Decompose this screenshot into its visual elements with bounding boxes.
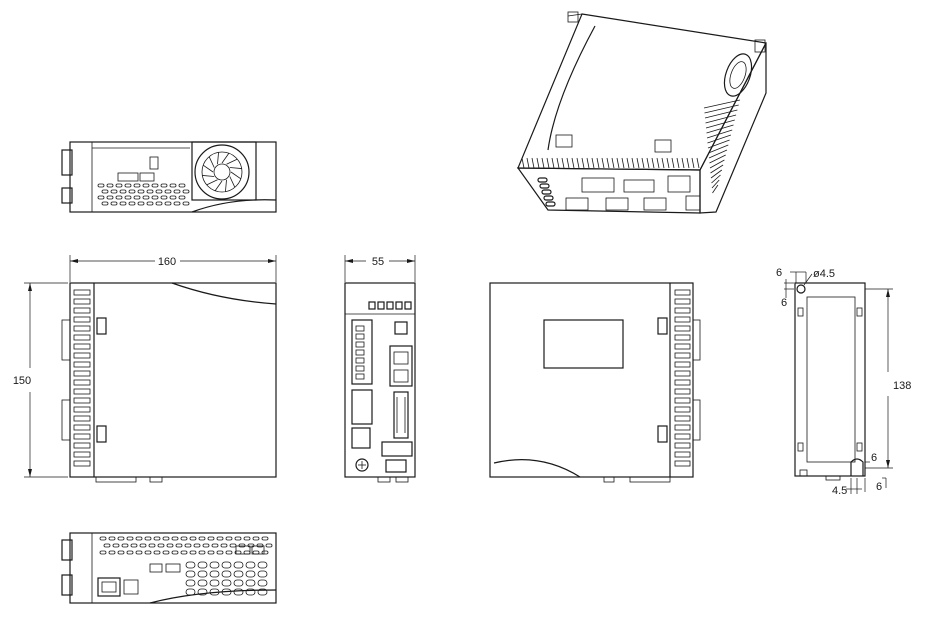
dimension-hole-offset-bottom-h-label: 6 <box>876 481 882 493</box>
dimension-slot: 6 4.5 6 <box>832 452 887 497</box>
bottom-view <box>61 532 277 604</box>
rear-view <box>489 282 701 483</box>
dimension-mount-pitch: 138 <box>865 288 911 469</box>
dimension-depth: 55 <box>344 255 416 282</box>
isometric-vent-ribs <box>521 99 741 194</box>
dimension-width-label: 160 <box>158 256 176 268</box>
front-view <box>61 282 277 483</box>
dimension-depth-label: 55 <box>372 256 384 268</box>
dimension-slot-width-label: 4.5 <box>832 485 847 497</box>
dimension-height-label: 150 <box>13 375 31 387</box>
isometric-fan-icon <box>723 53 753 97</box>
bottom-view-vent-slots <box>99 536 273 596</box>
dimension-hole: ø4.5 6 6 <box>776 267 835 309</box>
ethernet-port <box>97 577 121 597</box>
front-view-vent-strip <box>73 289 91 467</box>
side-view <box>344 282 416 483</box>
dimension-hole-offset-top-h-label: 6 <box>776 267 782 279</box>
dimension-hole-offset-top-v-label: 6 <box>781 297 787 309</box>
top-view-vent-slots <box>97 183 190 206</box>
dimension-hole-diameter-label: ø4.5 <box>813 268 835 280</box>
mounting-hole <box>796 284 806 294</box>
dimension-height: 150 <box>13 282 68 478</box>
isometric-view <box>516 11 767 214</box>
dimension-mount-pitch-label: 138 <box>893 380 911 392</box>
dimension-width: 160 <box>69 255 277 282</box>
mounting-view <box>794 282 866 481</box>
fan-icon <box>191 141 257 201</box>
dimension-hole-offset-bottom-v-label: 6 <box>871 452 877 464</box>
rear-view-vent-strip <box>674 289 691 467</box>
top-view <box>61 141 277 213</box>
